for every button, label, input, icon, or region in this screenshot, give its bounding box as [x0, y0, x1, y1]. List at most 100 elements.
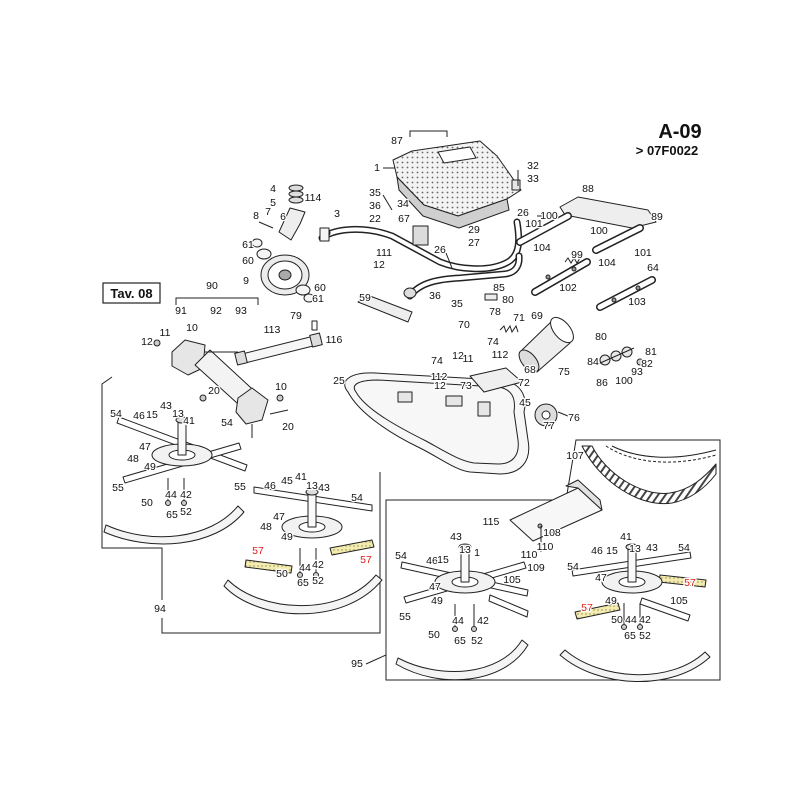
part-number-label: 65: [454, 635, 466, 647]
part-number-label: 109: [527, 562, 545, 574]
part-number-label: 1: [474, 547, 480, 559]
diagram-code: A-09: [658, 121, 701, 143]
highlighted-part-number-label: 57: [252, 545, 264, 557]
part-number-label: 49: [431, 595, 443, 607]
part-number-label: 52: [312, 575, 324, 587]
bolt-nut: [313, 572, 319, 578]
part-number-label: 36: [429, 290, 441, 302]
blade-guard: [395, 639, 529, 681]
belt-guard-bracket: [509, 479, 603, 552]
bolt-nut: [297, 572, 303, 578]
part-number-label: 79: [290, 310, 302, 322]
highlighted-blade: [244, 559, 293, 574]
u-joint-left: [234, 350, 248, 366]
part-number-label: 32: [527, 160, 539, 172]
part-number-label: 52: [471, 635, 483, 647]
part-number-label: 10: [275, 381, 287, 393]
part-number-label: 110: [521, 549, 538, 561]
part-number-label: 54: [678, 542, 690, 554]
spindle-nut: [458, 543, 472, 551]
part-number-label: 111: [376, 247, 392, 259]
part-number-label: 112: [492, 349, 509, 361]
part-number-label: 13: [629, 543, 641, 555]
gearbox-output-housing: [235, 387, 269, 425]
part-number-label: 48: [260, 521, 272, 533]
bolt-20: [199, 394, 207, 402]
part-number-label: 49: [605, 595, 617, 607]
deck-mount-middle: [445, 395, 463, 407]
part-number-label: 20: [208, 385, 220, 397]
part-number-label: 29: [468, 224, 480, 236]
part-number-label: 9: [243, 275, 249, 287]
bolt-nut: [637, 624, 643, 630]
part-number-label: 43: [160, 400, 172, 412]
part-number-label: 80: [502, 294, 514, 306]
u-joint-right: [309, 332, 323, 348]
part-number-label: 49: [144, 461, 156, 473]
pulley-assembly: [251, 184, 315, 303]
part-number-label: 80: [595, 331, 607, 343]
catcher-latch: [511, 179, 521, 191]
mower-deck-rim: [353, 379, 519, 465]
part-number-label: 52: [639, 630, 651, 642]
part-number-label: 93: [631, 366, 643, 378]
bolt-nut: [621, 624, 627, 630]
tensioner-arm: [278, 207, 306, 241]
blade-assembly-a: [103, 416, 248, 545]
reference-label: Tav. 08: [110, 286, 152, 301]
part-number-label: 26: [434, 244, 446, 256]
part-number-label: 13: [172, 408, 184, 420]
pulley-hub: [278, 269, 292, 281]
highlighted-part-number-label: 57: [360, 554, 372, 566]
grass-catcher-side: [396, 176, 510, 229]
blade-guard: [103, 505, 245, 545]
part-number-label: 95: [351, 658, 363, 670]
bolt-nut: [471, 626, 477, 632]
part-number-label: 88: [582, 183, 594, 195]
part-number-label: 100: [540, 210, 558, 222]
part-number-label: 92: [210, 305, 222, 317]
drive-shaft: [234, 320, 323, 366]
part-number-label: 60: [314, 282, 326, 294]
part-number-label: 12: [141, 336, 153, 348]
part-number-label: 12: [452, 350, 464, 362]
part-number-label: 45: [281, 475, 293, 487]
part-number-label: 54: [395, 550, 407, 562]
part-number-label: 45: [519, 397, 531, 409]
part-number-label: 105: [503, 574, 521, 586]
spring-washer-a: [288, 184, 304, 192]
chute-frame-tube: [320, 220, 521, 271]
discharge-tube-end: [550, 316, 574, 344]
discharge-tube-start: [518, 349, 540, 373]
part-number-label: 54: [221, 417, 233, 429]
frame-block: [412, 225, 429, 246]
part-number-label: 1: [374, 162, 380, 174]
bolt-8: [258, 221, 274, 229]
discharge-bracket: [469, 367, 523, 393]
rod-hole-b: [571, 266, 577, 272]
serial-range: > 07F0022: [636, 143, 699, 158]
lever-rod-102: [532, 259, 590, 295]
highlighted-blade: [329, 539, 375, 556]
part-number-label: 15: [146, 409, 158, 421]
rod-hole-a: [545, 274, 551, 280]
part-number-label: 61: [242, 239, 254, 251]
part-number-label: 108: [543, 527, 561, 539]
part-number-label: 93: [235, 305, 247, 317]
part-number-label: 64: [647, 262, 659, 274]
shaft-clip: [311, 320, 318, 331]
part-number-label: 15: [437, 554, 449, 566]
cover-disc-center: [541, 410, 551, 420]
part-number-label: 46: [591, 545, 603, 557]
part-number-label: 70: [458, 319, 470, 331]
part-number-label: 20: [282, 421, 294, 433]
part-number-label: 69: [531, 310, 543, 322]
frame-end-cap: [403, 287, 417, 299]
part-number-label: 41: [620, 531, 632, 543]
part-number-label: 61: [312, 293, 324, 305]
group-90-bracket: [175, 297, 259, 305]
part-number-label: 76: [568, 412, 580, 424]
part-number-label: 101: [634, 247, 652, 259]
part-number-label: 3: [334, 208, 340, 220]
spindle-nut: [625, 543, 639, 551]
